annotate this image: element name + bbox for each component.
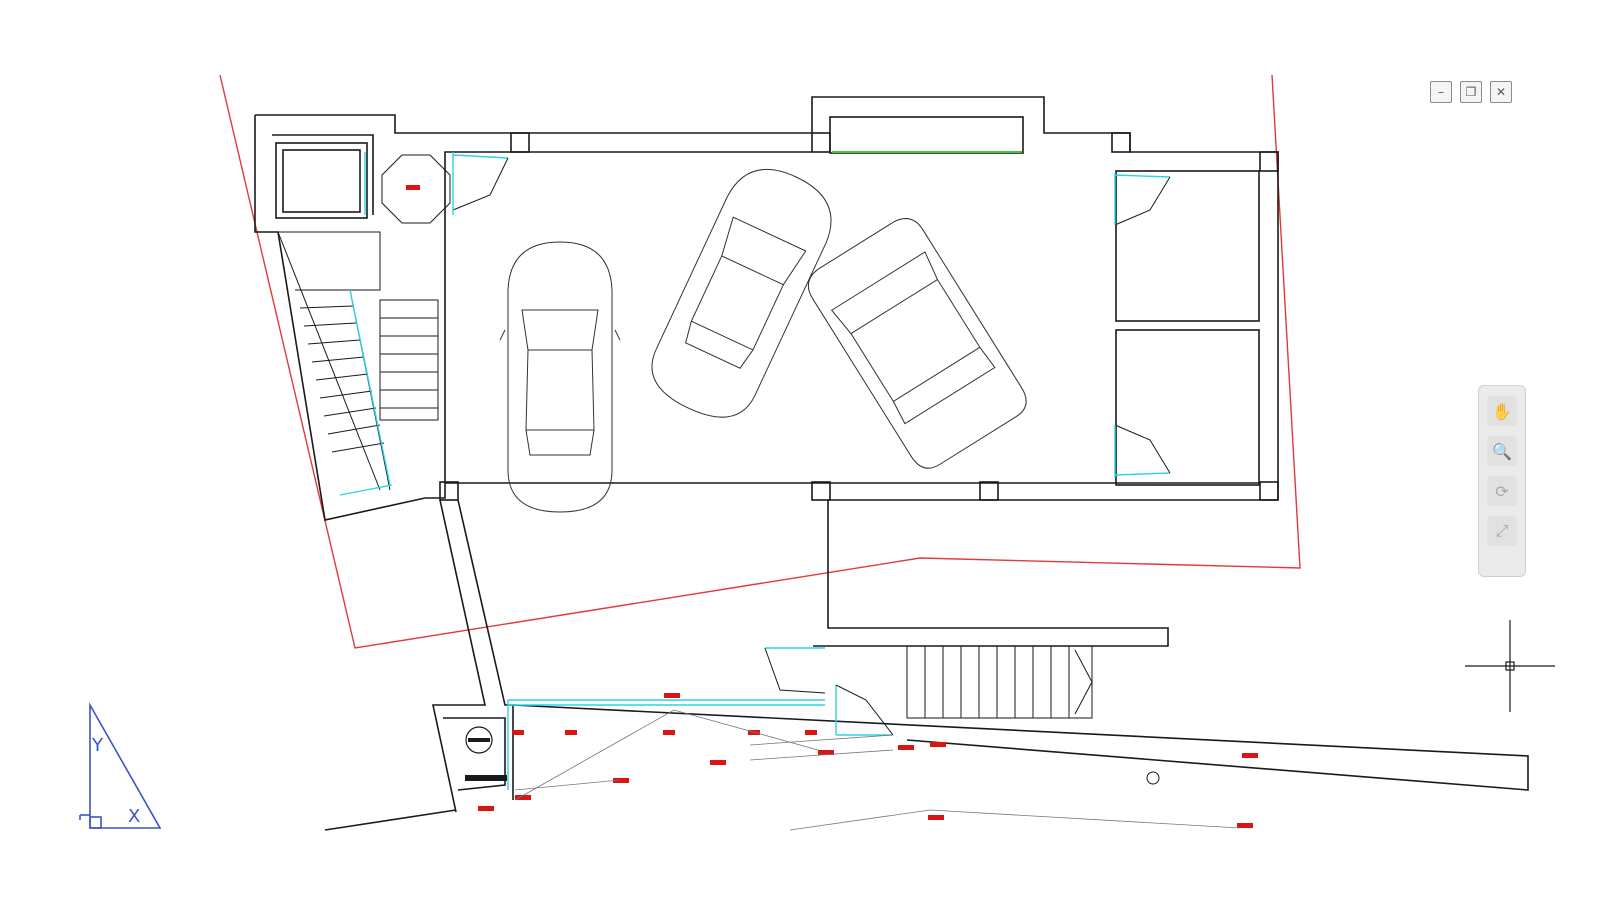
octagon-column [381,154,451,224]
manhole [465,726,493,754]
property-line [219,74,1301,649]
minimize-icon[interactable]: – [1430,81,1452,103]
zoom-icon[interactable]: 🔍 [1487,436,1517,466]
survey-lines [514,709,1241,831]
car-top-view-1 [499,241,621,513]
drain-circle [1146,771,1160,785]
pan-icon[interactable]: ✋ [1487,396,1517,426]
close-icon[interactable]: ✕ [1490,81,1512,103]
exterior-steps [906,645,1093,719]
survey-points[interactable] [406,185,1258,828]
ucs-y-label: Y [92,735,103,756]
staircase [277,231,439,491]
crosshair-cursor [1465,620,1555,712]
ucs-icon [79,701,162,829]
orbit-icon[interactable]: ⟳ [1487,476,1517,506]
ucs-x-label: X [128,806,141,827]
door-swings[interactable] [339,152,1171,790]
zoom-extents-icon[interactable]: ⤢ [1487,516,1517,546]
restore-icon[interactable]: ❐ [1460,81,1482,103]
window-controls: – ❐ ✕ [1430,80,1520,104]
car-top-view-2 [651,169,832,418]
navigation-bar: ✋ 🔍 ⟳ ⤢ [1478,385,1526,577]
car-top-view-3 [807,218,1027,469]
drain-grate [465,775,507,781]
